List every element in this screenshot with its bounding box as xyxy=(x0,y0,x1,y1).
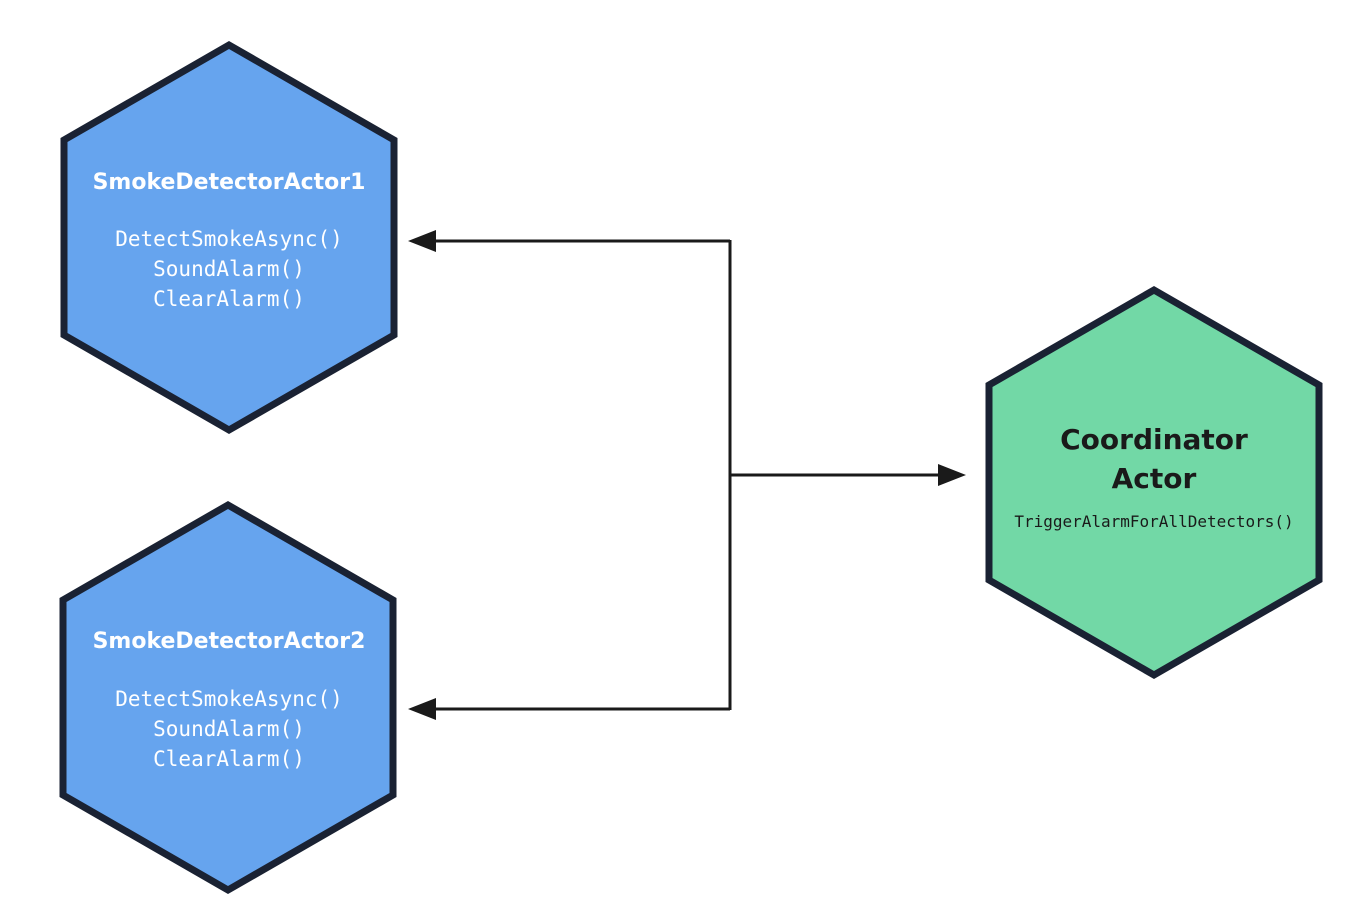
detector1-hexagon xyxy=(60,40,398,435)
smoke-detector-actor-1: SmokeDetectorActor1 DetectSmokeAsync() S… xyxy=(60,40,398,435)
coordinator-method: TriggerAlarmForAllDetectors() xyxy=(1014,512,1293,531)
arrow-to-coordinator-icon xyxy=(938,464,966,486)
coordinator-title-line2: Actor xyxy=(1112,462,1197,495)
detector2-title: SmokeDetectorActor2 xyxy=(93,629,366,654)
detector1-title: SmokeDetectorActor1 xyxy=(93,170,366,195)
detector2-method-clear: ClearAlarm() xyxy=(153,747,305,771)
detector1-method-detect: DetectSmokeAsync() xyxy=(115,227,343,251)
arrow-to-detector2-icon xyxy=(408,698,436,720)
arrow-to-detector1-icon xyxy=(408,230,436,252)
detector2-hexagon xyxy=(59,500,397,895)
coordinator-hexagon xyxy=(985,285,1323,680)
coordinator-actor: Coordinator Actor TriggerAlarmForAllDete… xyxy=(985,285,1323,680)
smoke-detector-actor-2: SmokeDetectorActor2 DetectSmokeAsync() S… xyxy=(59,500,397,895)
connectors xyxy=(408,230,966,720)
detector1-method-sound: SoundAlarm() xyxy=(153,257,305,281)
detector2-method-detect: DetectSmokeAsync() xyxy=(115,687,343,711)
detector1-method-clear: ClearAlarm() xyxy=(153,287,305,311)
coordinator-title-line1: Coordinator xyxy=(1060,423,1248,456)
detector2-method-sound: SoundAlarm() xyxy=(153,717,305,741)
